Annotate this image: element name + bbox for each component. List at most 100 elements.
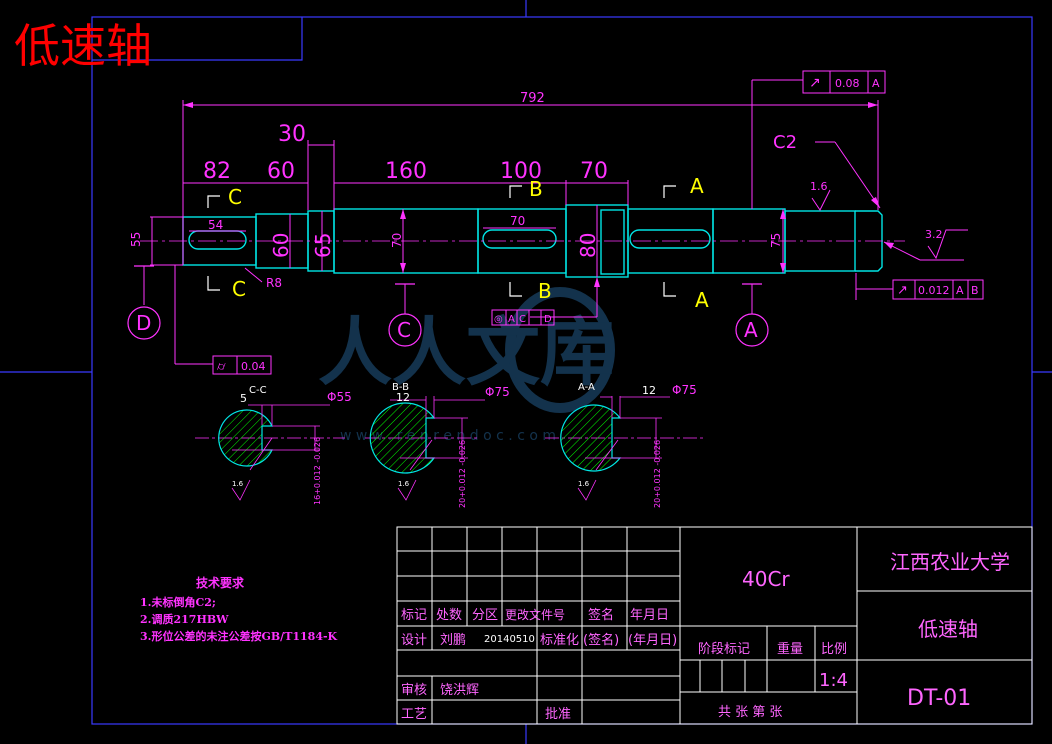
dim-overall: 792 (520, 91, 545, 106)
tb-header-mark: 标记 (401, 608, 427, 623)
tol-left-symbol: ⌭ (217, 359, 226, 373)
section-label-a-top: A (690, 174, 704, 198)
tb-date: 20140510 (484, 634, 535, 645)
tolerance-frame-left: ⌭ 0.04 (212, 355, 272, 375)
tech-req-item-2: 2.调质217HBW (140, 612, 229, 626)
section-bb-rough: 1.6 (398, 480, 410, 488)
section-aa-width: 12 (642, 384, 656, 397)
dim-keyway-70: 70 (510, 214, 525, 228)
section-view-cc: C-C 5 Φ55 16+0.012 -0.026 1.6 (195, 385, 352, 505)
section-bb-width: 12 (396, 391, 410, 404)
tol-mid-d2: C (519, 314, 526, 325)
section-cc-width: 5 (240, 392, 247, 405)
datum-a-label: A (744, 318, 758, 342)
tolerance-frame-right: ↗ 0.012 A B (892, 279, 984, 300)
tech-req-item-1: 1.未标倒角C2; (140, 595, 216, 609)
section-aa-title: A-A (578, 382, 595, 393)
section-view-aa: A-A 12 Φ75 20+0.012 -0.026 1.6 (545, 382, 705, 508)
tb-header-sign: 签名 (588, 607, 614, 623)
section-bb-title: B-B (392, 382, 409, 393)
tb-review-label: 审核 (401, 683, 427, 698)
section-label-b-bottom: B (538, 279, 552, 303)
tb-header-date: 年月日 (630, 608, 669, 623)
section-label-a-bottom: A (695, 288, 709, 312)
tb-reviewer: 饶洪辉 (440, 683, 479, 698)
dim-dia-60: 60 (269, 233, 293, 258)
tb-header-change: 更改文件号 (505, 607, 565, 622)
tb-weight-label: 重量 (777, 641, 803, 657)
dimension-lines (143, 79, 964, 365)
dim-dia-70: 70 (390, 233, 404, 248)
watermark-text: 人人文库 (318, 310, 614, 396)
section-view-bb: B-B 12 Φ75 20+0.012 -0.026 1.6 (365, 382, 510, 508)
section-cc-dia: Φ55 (327, 390, 352, 404)
datum-symbols (127, 265, 769, 347)
datum-c-label: C (397, 318, 411, 342)
section-label-b-top: B (529, 177, 543, 201)
section-mark-labels: C C B B A A (228, 174, 709, 312)
tb-scale: 1:4 (819, 670, 848, 691)
tolerance-frame-middle: ◎ A C D (491, 309, 555, 326)
tb-approve-label: 批准 (545, 707, 571, 722)
tol-top-value: 0.08 (835, 77, 860, 90)
tb-school: 江西农业大学 (890, 550, 1010, 574)
tb-scale-label: 比例 (821, 642, 847, 657)
title-block (396, 526, 1033, 725)
section-label-c-top: C (228, 185, 242, 209)
roughness-symbols (811, 189, 968, 260)
tol-mid-symbol: ◎ (494, 314, 503, 325)
dim-rough-32: 3.2 (925, 228, 943, 241)
dim-chamfer: C2 (773, 132, 797, 153)
tb-design-label: 设计 (401, 633, 427, 648)
datum-labels: D C A (136, 311, 758, 342)
page-title: 低速轴 (14, 19, 152, 73)
tb-header-count: 处数 (436, 608, 462, 623)
dim-rough-16: 1.6 (810, 180, 828, 193)
dim-70: 70 (580, 159, 608, 184)
tol-right-datum-2: B (971, 284, 979, 297)
tol-mid-d1: A (508, 314, 515, 325)
tol-mid-d3: D (544, 314, 552, 325)
tb-material: 40Cr (742, 567, 790, 591)
dim-keyway-54: 54 (208, 218, 223, 232)
title-block-text: 40Cr 江西农业大学 低速轴 DT-01 1:4 标记 处数 分区 更改文件号… (401, 550, 1010, 722)
section-bb-depth: 20+0.012 -0.026 (458, 440, 467, 508)
section-marks (207, 185, 676, 297)
dimension-arrowheads (183, 102, 894, 287)
tolerance-frame-top: ↗ 0.08 A (802, 70, 886, 94)
tol-top-symbol: ↗ (809, 75, 821, 91)
dim-30: 30 (278, 122, 306, 147)
tech-requirements: 技术要求 1.未标倒角C2; 2.调质217HBW 3.形位公差的未注公差按GB… (140, 575, 338, 643)
tb-drawing-no: DT-01 (907, 686, 971, 711)
section-cc-depth: 16+0.012 -0.026 (313, 437, 322, 505)
tb-header-zone: 分区 (472, 608, 498, 623)
tol-left-value: 0.04 (241, 360, 266, 373)
dim-dia-55: 55 (129, 232, 143, 247)
tb-designer: 刘鹏 (440, 633, 466, 648)
dim-dia-75: 75 (769, 233, 783, 248)
dim-dia-80: 80 (576, 233, 600, 258)
tb-craft-label: 工艺 (401, 707, 427, 722)
tb-sheets-label: 共 张 第 张 (718, 705, 782, 720)
tb-part-name: 低速轴 (918, 617, 978, 641)
tb-sign-label: (签名) (583, 632, 619, 648)
tb-date-label: (年月日) (628, 633, 677, 648)
tol-right-symbol: ↗ (897, 283, 908, 298)
section-label-c-bottom: C (232, 277, 246, 301)
tol-right-datum-1: A (956, 284, 964, 297)
dim-100: 100 (500, 159, 542, 184)
datum-d-label: D (136, 311, 151, 335)
section-aa-dia: Φ75 (672, 383, 697, 397)
tb-standard-label: 标准化 (540, 633, 579, 648)
tech-req-title: 技术要求 (196, 575, 245, 590)
section-aa-rough: 1.6 (578, 480, 590, 488)
tech-req-item-3: 3.形位公差的未注公差按GB/T1184-K (140, 629, 338, 643)
dim-160: 160 (385, 159, 427, 184)
tol-top-datum: A (872, 77, 880, 90)
tol-right-value: 0.012 (918, 284, 950, 297)
dim-82: 82 (203, 159, 231, 184)
dim-radius: R8 (266, 276, 282, 290)
dim-60: 60 (267, 159, 295, 184)
section-bb-dia: Φ75 (485, 385, 510, 399)
